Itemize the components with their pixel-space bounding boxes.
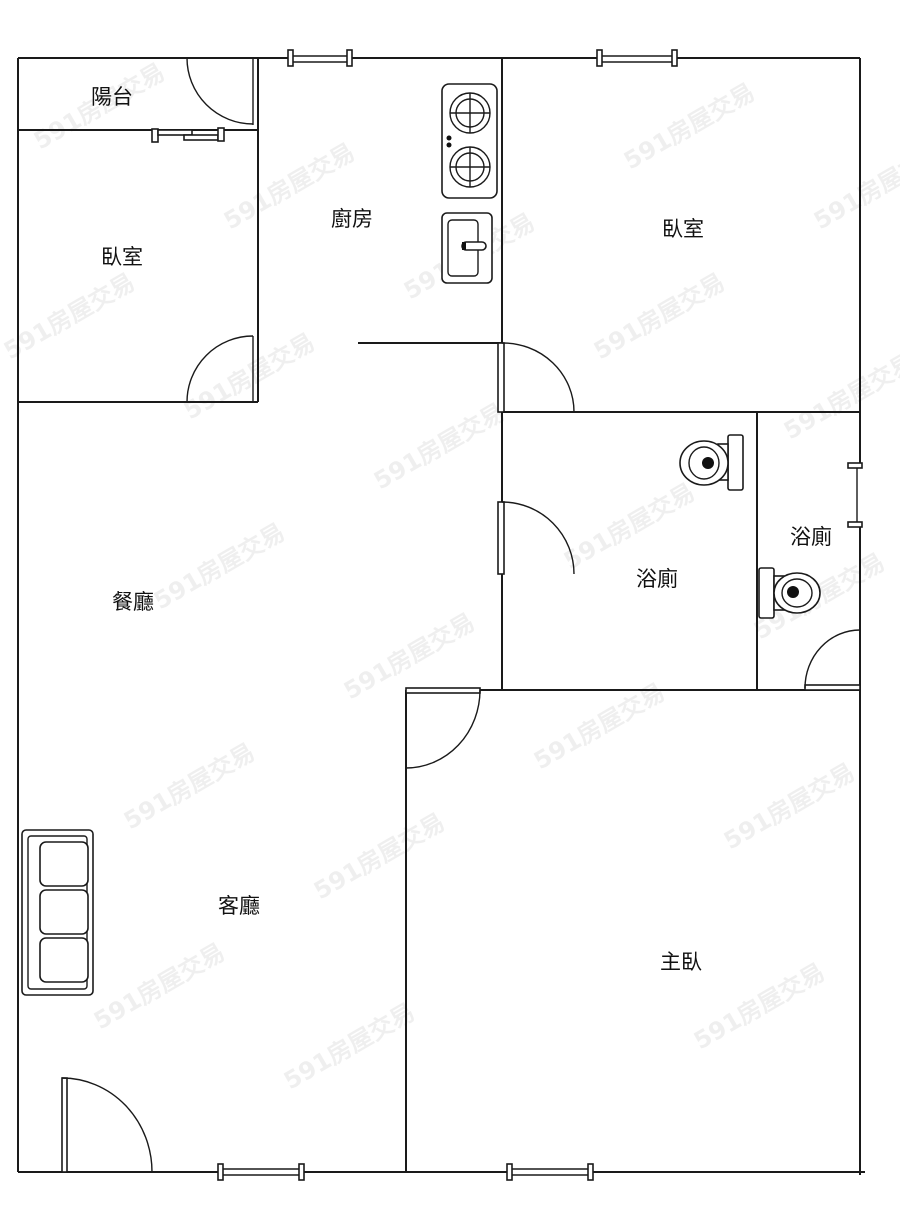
room-label-master-bedroom: 主臥	[660, 950, 702, 974]
door-bedroom-nw	[186, 335, 254, 403]
room-label-living: 客廳	[218, 894, 260, 918]
watermark: 591房屋交易	[279, 998, 420, 1095]
watermark: 591房屋交易	[809, 138, 900, 235]
watermark: 591房屋交易	[719, 758, 860, 855]
watermark: 591房屋交易	[369, 398, 510, 495]
watermark: 591房屋交易	[179, 328, 320, 425]
room-label-kitchen: 廚房	[331, 207, 373, 231]
watermark: 591房屋交易	[589, 268, 730, 365]
room-label-bathroom-main: 浴廁	[636, 567, 678, 591]
watermark: 591房屋交易	[619, 78, 760, 175]
sink-icon	[441, 212, 493, 284]
window-kitchen-top	[287, 49, 353, 67]
toilet-icon	[679, 434, 744, 491]
room-label-bedroom-nw: 臥室	[101, 245, 143, 269]
sliding-door-balcony	[151, 127, 225, 143]
watermark: 591房屋交易	[779, 348, 900, 445]
watermark: 591房屋交易	[89, 938, 230, 1035]
door-master	[405, 687, 481, 769]
sofa-icon	[21, 829, 94, 996]
door-entrance	[61, 1077, 153, 1173]
watermark: 591房屋交易	[119, 738, 260, 835]
window-bedroom-top	[596, 49, 678, 67]
door-balcony	[186, 57, 254, 125]
watermark: 591房屋交易	[149, 518, 290, 615]
watermark: 591房屋交易	[689, 958, 830, 1055]
watermark: 591房屋交易	[559, 478, 700, 575]
watermark: 591房屋交易	[529, 678, 670, 775]
doors	[61, 57, 861, 1173]
outer-walls	[17, 57, 865, 1175]
watermark: 591房屋交易	[309, 808, 450, 905]
room-label-dining: 餐廳	[112, 590, 154, 614]
windows	[151, 49, 863, 1181]
room-label-bathroom-small: 浴廁	[790, 525, 832, 549]
door-bathroom-main	[497, 501, 575, 575]
interior-walls	[18, 58, 860, 1172]
room-label-balcony: 陽台	[91, 85, 133, 109]
door-bathroom-small	[804, 629, 861, 691]
stove-icon	[441, 83, 498, 199]
window-living-bottom	[217, 1163, 305, 1181]
window-bathroom-right	[847, 462, 863, 528]
room-label-bedroom-ne: 臥室	[662, 217, 704, 241]
window-master-bottom	[506, 1163, 594, 1181]
watermark: 591房屋交易	[0, 268, 140, 365]
door-bedroom-ne	[497, 342, 575, 413]
toilet-icon	[758, 567, 821, 619]
